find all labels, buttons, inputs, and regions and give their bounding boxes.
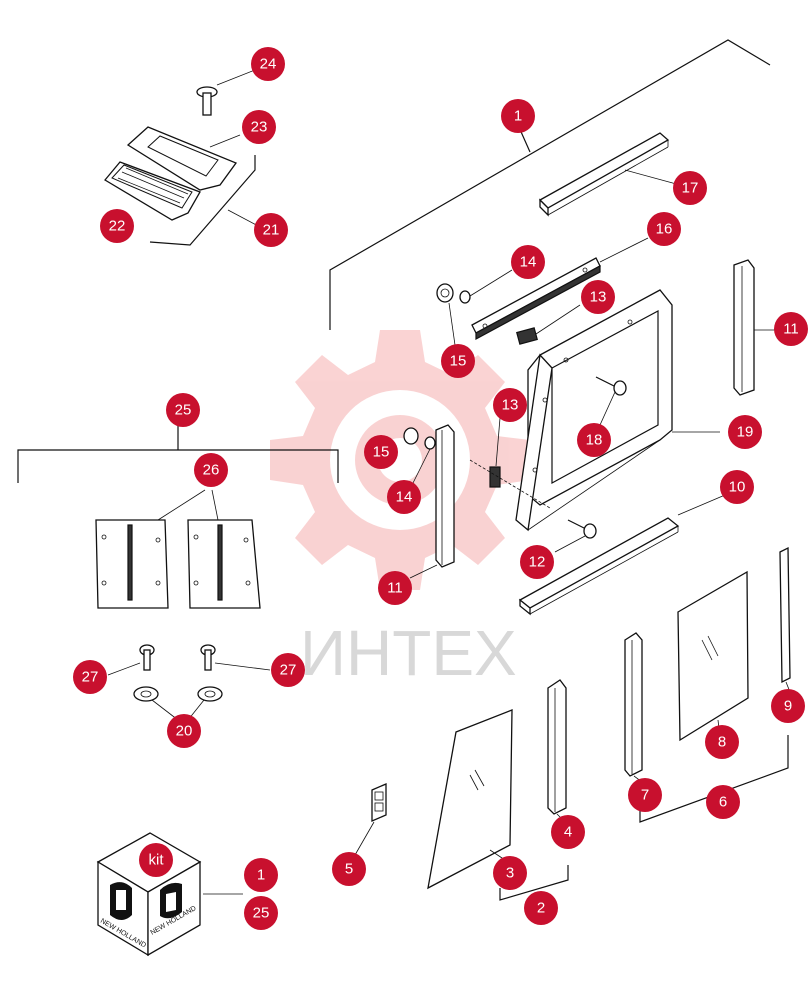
svg-text:11: 11 [387,580,403,597]
part-9-strip [779,546,791,693]
svg-text:15: 15 [373,444,390,461]
label-23: 23 [242,110,276,144]
part-26-plates [95,489,261,609]
label-6: 6 [706,785,740,819]
svg-text:kit: kit [149,852,165,869]
label-27-right: 27 [271,653,305,687]
label-21: 21 [254,213,288,247]
label-18: 18 [577,423,611,457]
svg-text:4: 4 [564,824,572,841]
svg-text:27: 27 [82,669,99,686]
label-13-mid: 13 [493,388,527,422]
label-14-mid: 14 [387,480,421,514]
svg-text:16: 16 [656,221,673,238]
part-13-mid-clip [489,417,501,488]
svg-text:10: 10 [729,479,746,496]
label-kit-25: 25 [244,896,278,930]
svg-text:15: 15 [450,353,467,370]
part-5-switch [354,783,387,856]
label-2: 2 [524,891,558,925]
label-1: 1 [501,99,535,133]
label-11-left: 11 [378,571,412,605]
svg-text:6: 6 [719,794,727,811]
svg-text:24: 24 [260,56,277,73]
part-27-screws [107,644,271,676]
watermark-gear [270,330,530,590]
label-14-top: 14 [511,245,545,279]
part-10-rail [518,494,726,616]
label-20: 20 [167,714,201,748]
label-3: 3 [493,856,527,890]
svg-text:25: 25 [253,905,270,922]
svg-text:7: 7 [641,787,649,804]
part-20-washers [133,686,223,721]
svg-text:26: 26 [203,462,220,479]
svg-text:19: 19 [737,424,754,441]
part-17-rail [538,132,681,217]
svg-text:8: 8 [718,734,726,751]
svg-text:27: 27 [280,662,297,679]
part-14-15-top [436,269,513,346]
part-13-top-clip [516,304,581,345]
svg-text:14: 14 [520,254,537,271]
new-holland-logo-icon [110,882,182,920]
svg-text:11: 11 [783,321,799,338]
label-27-left: 27 [73,660,107,694]
part-24-screw [196,69,256,116]
part-19-frame [515,289,720,532]
label-8: 8 [705,725,739,759]
svg-text:1: 1 [514,108,522,125]
svg-text:12: 12 [529,554,546,571]
part-11-left-profile [409,424,551,579]
svg-text:22: 22 [109,218,126,235]
svg-text:20: 20 [176,723,193,740]
part-8-glass [677,570,749,742]
svg-text:21: 21 [263,222,280,239]
part-4-profile [547,679,567,823]
svg-text:14: 14 [396,489,413,506]
part-14-15-mid [403,427,436,486]
svg-text:18: 18 [586,432,603,449]
svg-text:13: 13 [590,289,607,306]
label-15-top: 15 [441,344,475,378]
part-18-bolt [595,376,627,426]
part-7-profile [624,632,643,783]
label-kit: kit [139,843,173,877]
part-12-bolt [554,519,597,553]
part-3-glass [427,709,513,890]
svg-text:1: 1 [257,867,265,884]
label-10: 10 [720,470,754,504]
label-13-top: 13 [581,280,615,314]
svg-text:17: 17 [682,180,699,197]
label-22: 22 [100,209,134,243]
label-24: 24 [251,47,285,81]
label-4: 4 [551,815,585,849]
label-16: 16 [647,212,681,246]
label-11-right: 11 [774,312,808,346]
part-23-bezel [126,126,241,191]
svg-text:2: 2 [537,900,545,917]
part-22-grille-tray [104,161,201,221]
bracket-2 [499,865,569,901]
label-26: 26 [194,453,228,487]
label-15-mid: 15 [364,435,398,469]
watermark-text: ИНТЕХ [300,617,517,689]
part-16-strip [471,237,649,341]
svg-text:23: 23 [251,119,268,136]
svg-text:13: 13 [502,397,519,414]
svg-text:3: 3 [506,865,514,882]
svg-text:9: 9 [784,698,792,715]
label-kit-1: 1 [244,858,278,892]
label-7: 7 [628,778,662,812]
svg-text:25: 25 [175,402,192,419]
label-19: 19 [728,415,762,449]
kit-box: NEW HOLLAND NEW HOLLAND [96,832,243,957]
label-5: 5 [332,852,366,886]
label-9: 9 [771,689,805,723]
label-25: 25 [166,393,200,427]
label-12: 12 [520,545,554,579]
label-17: 17 [673,171,707,205]
svg-text:5: 5 [345,861,353,878]
